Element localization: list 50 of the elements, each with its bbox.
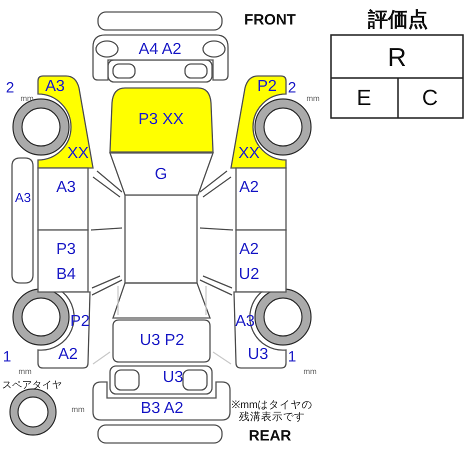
body-panel	[231, 76, 286, 168]
unit-label: mm	[303, 368, 317, 376]
table-cell: C	[422, 87, 438, 109]
damage-code: XX	[238, 146, 260, 162]
trunk-panel	[113, 320, 210, 362]
direction-label: REAR	[248, 428, 292, 444]
direction-label: FRONT	[244, 12, 296, 28]
damage-code: G	[154, 167, 168, 183]
unit-label: mm	[306, 95, 320, 103]
damage-code: U3	[162, 370, 184, 386]
damage-code: P3 XX	[138, 112, 184, 128]
body-panel	[236, 230, 286, 292]
body-panel	[236, 168, 286, 230]
hood-panel	[110, 88, 213, 153]
unit-label: mm	[20, 95, 34, 103]
damage-code: A4 A2	[138, 42, 182, 58]
table-title: 評価点	[368, 10, 428, 30]
damage-code: P3	[56, 242, 76, 258]
damage-code: U3	[248, 347, 268, 363]
damage-code: A3	[15, 190, 31, 206]
damage-code: U2	[238, 267, 260, 283]
windshield-panel	[110, 153, 213, 195]
body-panel	[38, 292, 90, 368]
tread-depth: 2	[6, 80, 14, 96]
tread-depth: 1	[288, 350, 296, 364]
body-panel	[38, 76, 93, 168]
table-cell: E	[356, 87, 372, 109]
bumper-panel	[93, 35, 228, 80]
tread-depth: 2	[288, 80, 296, 96]
damage-code: A3	[56, 180, 76, 196]
damage-code: XX	[67, 146, 89, 162]
bumper-panel	[93, 382, 230, 420]
damage-code: B4	[56, 267, 76, 283]
body-panel	[12, 158, 33, 283]
unit-label: mm	[18, 368, 32, 376]
tread-depth: 1	[2, 350, 12, 364]
damage-code: U3 P2	[140, 333, 184, 349]
damage-code: A2	[239, 180, 259, 196]
body-panel	[234, 292, 286, 368]
body-panel	[38, 230, 88, 292]
damage-code: A3	[45, 79, 65, 95]
body-panel	[38, 168, 88, 230]
damage-code: B3 A2	[140, 401, 184, 417]
damage-code: A2	[58, 347, 78, 363]
note-text: ※mmはタイヤの残溝表示です	[230, 398, 314, 424]
table-cell: R	[388, 44, 406, 70]
unit-label: mm	[71, 406, 85, 414]
damage-code: A2	[239, 242, 259, 258]
spare-tire-label: スペアタイヤ	[2, 381, 62, 391]
damage-code: P2	[257, 79, 277, 95]
